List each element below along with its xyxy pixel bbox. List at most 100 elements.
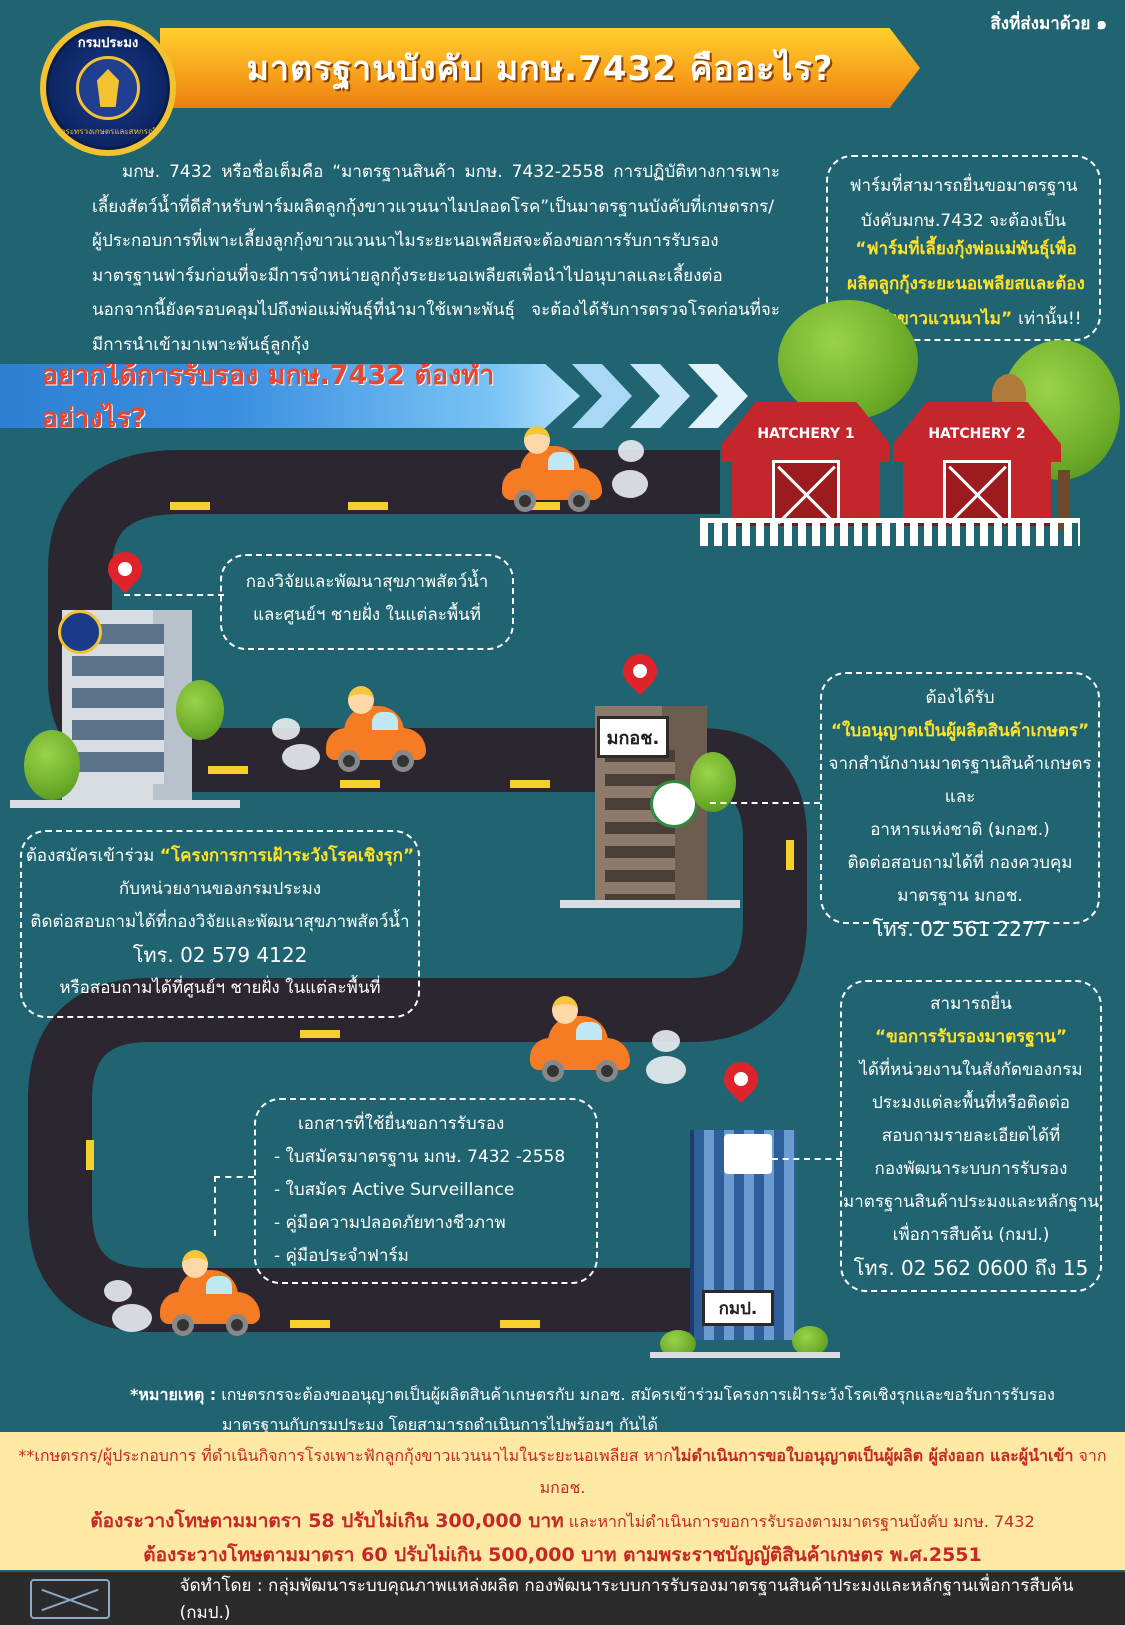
connector-line xyxy=(124,594,224,596)
acfs-building-sign: มกอช. xyxy=(597,716,669,758)
smoke-icon xyxy=(104,1280,132,1302)
car-icon xyxy=(160,1250,260,1336)
surveillance-line5: หรือสอบถามได้ที่ศูนย์ฯ ชายฝั่ง ในแต่ละพื… xyxy=(59,978,381,998)
hatchery-barn-2: HATCHERY 2 xyxy=(893,402,1061,526)
apply-line1: สามารถยื่น xyxy=(930,994,1012,1014)
certification-apply-callout: สามารถยื่น “ขอการรับรองมาตรฐาน” ได้ที่หน… xyxy=(840,980,1102,1292)
kmp-logo-icon xyxy=(724,1134,772,1174)
surveillance-highlight: “โครงการการเฝ้าระวังโรคเชิงรุก” xyxy=(159,846,415,866)
hatchery-1-label: HATCHERY 1 xyxy=(757,426,855,442)
smoke-icon xyxy=(646,1056,686,1084)
document-item: - คู่มือประจำฟาร์ม xyxy=(274,1246,409,1266)
tree-icon xyxy=(778,300,918,420)
page-title: มาตรฐานบังคับ มกษ.7432 คืออะไร? xyxy=(246,49,834,89)
footnote-label: *หมายเหตุ : xyxy=(130,1385,217,1404)
surveillance-phone: โทร. 02 579 4122 xyxy=(132,943,308,967)
footnote-text1: เกษตรกรจะต้องขออนุญาตเป็นผู้ผลิตสินค้าเก… xyxy=(221,1385,1055,1404)
lane-marking-lower xyxy=(86,1030,540,1328)
penalty-warning: **เกษตรกร/ผู้ประกอบการ ที่ดำเนินกิจการโร… xyxy=(0,1432,1125,1570)
document-item: - คู่มือความปลอดภัยทางชีวภาพ xyxy=(274,1213,506,1233)
ground xyxy=(560,900,740,908)
connector-line xyxy=(772,1158,842,1160)
seal-icon xyxy=(76,56,140,120)
hatchery-barn-1: HATCHERY 1 xyxy=(722,402,890,526)
surveillance-line1: ต้องสมัครเข้าร่วม “โครงการการเฝ้าระวังโร… xyxy=(22,840,418,873)
kmp-footer-logo-icon xyxy=(30,1578,110,1619)
license-highlight: “ใบอนุญาตเป็นผู้ผลิตสินค้าเกษตร” xyxy=(830,721,1090,741)
warning-line3: ต้องระวางโทษตามมาตรา 60 ปรับไม่เกิน 500,… xyxy=(143,1544,982,1566)
surveillance-callout: ต้องสมัครเข้าร่วม “โครงการการเฝ้าระวังโร… xyxy=(20,830,420,1018)
warning-red1: ไม่ดำเนินการขอใบอนุญาตเป็นผู้ผลิต ผู้ส่ง… xyxy=(672,1446,1074,1465)
tree-icon xyxy=(792,1326,828,1356)
ground xyxy=(10,800,240,808)
warning-line2a: ต้องระวางโทษตามมาตรา 58 ปรับไม่เกิน 300,… xyxy=(90,1510,564,1532)
car-icon xyxy=(326,686,426,772)
apply-line3: ได้ที่หน่วยงานในสังกัดของกรม xyxy=(859,1060,1083,1080)
lane-marking-middle xyxy=(208,766,794,870)
producer-license-callout: ต้องได้รับ “ใบอนุญาตเป็นผู้ผลิตสินค้าเกษ… xyxy=(820,672,1100,941)
license-line1: ต้องได้รับ xyxy=(925,688,995,708)
license-line6: มาตรฐาน มกอช. xyxy=(897,886,1023,906)
title-ribbon: มาตรฐานบังคับ มกษ.7432 คืออะไร? xyxy=(160,28,920,108)
apply-line8: เพื่อการสืบค้น (กมป.) xyxy=(892,1225,1050,1245)
smoke-icon xyxy=(618,440,644,462)
section-banner: อยากได้การรับรอง มกษ.7432 ต้องทำอย่างไร? xyxy=(0,364,580,428)
surveillance-prefix: ต้องสมัครเข้าร่วม xyxy=(25,846,155,866)
tree-icon xyxy=(24,730,80,800)
attachment-note: สิ่งที่ส่งมาด้วย ๑ xyxy=(990,14,1107,34)
smoke-icon xyxy=(282,744,320,770)
connector-line xyxy=(710,802,820,804)
ground xyxy=(650,1352,840,1358)
location-pin-icon xyxy=(716,1054,766,1106)
kmp-building-sign: กมป. xyxy=(702,1290,774,1326)
apply-phone: โทร. 02 562 0600 ถึง 15 xyxy=(853,1256,1089,1280)
license-phone: โทร. 02 561 2277 xyxy=(872,917,1048,941)
footnote-line1: *หมายเหตุ : เกษตรกรจะต้องขออนุญาตเป็นผู้… xyxy=(130,1380,1090,1410)
farm-callout-line1: ฟาร์มที่สามารถยื่นขอมาตรฐาน xyxy=(849,176,1078,196)
documents-callout: เอกสารที่ใช้ยื่นขอการรับรอง - ใบสมัครมาต… xyxy=(254,1098,598,1284)
section-banner-title: อยากได้การรับรอง มกษ.7432 ต้องทำอย่างไร? xyxy=(42,360,495,434)
warning-prefix: **เกษตรกร/ผู้ประกอบการ ที่ดำเนินกิจการโร… xyxy=(18,1446,673,1465)
surveillance-line2: กับหน่วยงานของกรมประมง xyxy=(118,879,322,899)
fence xyxy=(700,518,1080,546)
surveillance-line3: ติดต่อสอบถามได้ที่กองวิจัยและพัฒนาสุขภาพ… xyxy=(30,912,410,932)
smoke-icon xyxy=(272,718,300,740)
logo-top-text: กรมประมง xyxy=(77,36,139,51)
tree-icon xyxy=(176,680,224,740)
smoke-icon xyxy=(112,1304,152,1332)
footnote-line2: มาตรฐานกับกรมประมง โดยสามารถดำเนินการไปพ… xyxy=(222,1415,658,1434)
road-segment-middle xyxy=(28,728,807,1332)
footer-credit: จัดทำโดย : กลุ่มพัฒนาระบบคุณภาพแหล่งผลิต… xyxy=(179,1575,1074,1623)
intro-paragraph: มกษ. 7432 หรือชื่อเต็มคือ “มาตรฐานสินค้า… xyxy=(92,162,780,355)
research-line1: กองวิจัยและพัฒนาสุขภาพสัตว์น้ำ xyxy=(245,572,489,592)
research-division-callout: กองวิจัยและพัฒนาสุขภาพสัตว์น้ำ และศูนย์ฯ… xyxy=(220,554,514,650)
license-line3: จากสำนักงานมาตรฐานสินค้าเกษตรและ xyxy=(828,754,1092,807)
location-pin-icon xyxy=(615,646,665,698)
warning-line1: **เกษตรกร/ผู้ประกอบการ ที่ดำเนินกิจการโร… xyxy=(0,1440,1125,1504)
license-line4: อาหารแห่งชาติ (มกอช.) xyxy=(870,820,1050,840)
farm-callout-highlight: “ฟาร์มที่เลี้ยงกุ้งพ่อแม่พันธุ์เพื่อผลิต… xyxy=(842,232,1090,337)
farm-eligibility-callout: ฟาร์มที่สามารถยื่นขอมาตรฐาน บังคับมกษ.74… xyxy=(826,155,1101,341)
car-icon xyxy=(530,996,630,1082)
department-of-fisheries-logo: กรมประมง กระทรวงเกษตรและสหกรณ์ xyxy=(40,20,176,156)
farm-callout-line2: บังคับมกษ.7432 จะต้องเป็น xyxy=(861,211,1066,231)
apply-line6: กองพัฒนาระบบการรับรอง xyxy=(874,1159,1068,1179)
location-pin-icon xyxy=(100,544,150,596)
documents-title: เอกสารที่ใช้ยื่นขอการรับรอง xyxy=(298,1114,505,1134)
apply-line5: สอบถามรายละเอียดได้ที่ xyxy=(881,1126,1061,1146)
hatchery-2-label: HATCHERY 2 xyxy=(928,426,1026,442)
footnote: *หมายเหตุ : เกษตรกรจะต้องขออนุญาตเป็นผู้… xyxy=(130,1380,1090,1440)
document-item: - ใบสมัครมาตรฐาน มกษ. 7432 -2558 xyxy=(274,1147,566,1167)
license-line5: ติดต่อสอบถามได้ที่ กองควบคุม xyxy=(847,853,1073,873)
research-line2: และศูนย์ฯ ชายฝั่ง ในแต่ละพื้นที่ xyxy=(252,605,482,625)
smoke-icon xyxy=(612,470,648,498)
connector-line xyxy=(214,1176,254,1236)
warning-line2b: และหากไม่ดำเนินการขอการรับรองตามมาตรฐานบ… xyxy=(568,1512,1035,1531)
logo-bottom-text: กระทรวงเกษตรและสหกรณ์ xyxy=(60,127,156,136)
footer: จัดทำโดย : กลุ่มพัฒนาระบบคุณภาพแหล่งผลิต… xyxy=(0,1572,1125,1625)
warning-line2: ต้องระวางโทษตามมาตรา 58 ปรับไม่เกิน 300,… xyxy=(0,1504,1125,1538)
tree-trunk xyxy=(1058,470,1070,530)
car-icon xyxy=(502,426,602,512)
warning-mid: จาก มกอช. xyxy=(539,1446,1107,1497)
smoke-icon xyxy=(652,1030,680,1052)
